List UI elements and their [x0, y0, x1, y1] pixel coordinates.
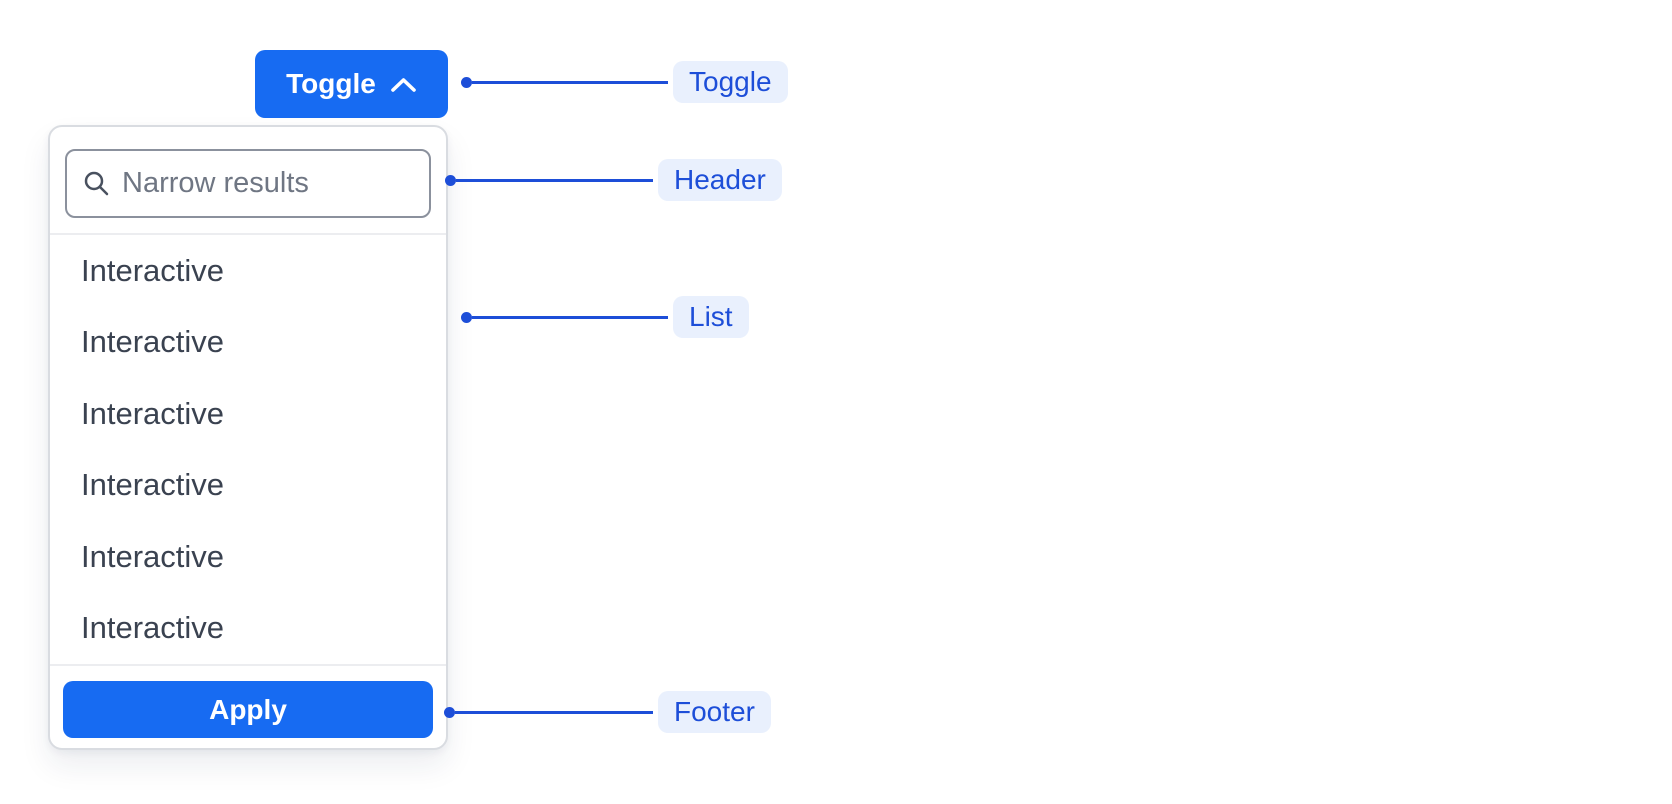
list-item[interactable]: Interactive	[81, 538, 225, 574]
search-input[interactable]	[122, 167, 415, 200]
annotation-dot-icon	[444, 706, 455, 718]
list-item[interactable]: Interactive	[81, 252, 225, 288]
search-icon	[84, 171, 109, 196]
annotation-dot-icon	[461, 76, 472, 88]
chevron-up-icon	[391, 78, 416, 92]
popup-header	[50, 127, 446, 235]
apply-button[interactable]: Apply	[63, 681, 433, 738]
annotation-label-list: List	[673, 296, 749, 338]
annotation-list: List	[461, 296, 749, 338]
annotation-label-footer: Footer	[658, 691, 771, 733]
annotation-header: Header	[445, 159, 782, 201]
popup-panel: InteractiveInteractiveInteractiveInterac…	[48, 125, 448, 750]
annotation-label-toggle: Toggle	[673, 61, 788, 103]
annotation-connector-line	[455, 710, 653, 714]
list-item[interactable]: Interactive	[81, 467, 225, 503]
list-item[interactable]: Interactive	[81, 395, 225, 431]
toggle-button[interactable]: Toggle	[255, 50, 448, 118]
annotation-connector-line	[456, 178, 653, 182]
annotation-footer: Footer	[444, 691, 771, 733]
list-item[interactable]: Interactive	[81, 610, 225, 646]
annotation-connector-line	[472, 80, 668, 84]
annotation-label-header: Header	[658, 159, 782, 201]
annotation-dot-icon	[445, 174, 456, 186]
toggle-button-label: Toggle	[286, 68, 376, 99]
popup-footer: Apply	[50, 664, 446, 748]
annotation-dot-icon	[461, 311, 472, 323]
annotation-toggle: Toggle	[461, 61, 788, 103]
list-item[interactable]: Interactive	[81, 324, 225, 360]
search-field[interactable]	[65, 149, 431, 218]
annotation-connector-line	[472, 315, 668, 319]
